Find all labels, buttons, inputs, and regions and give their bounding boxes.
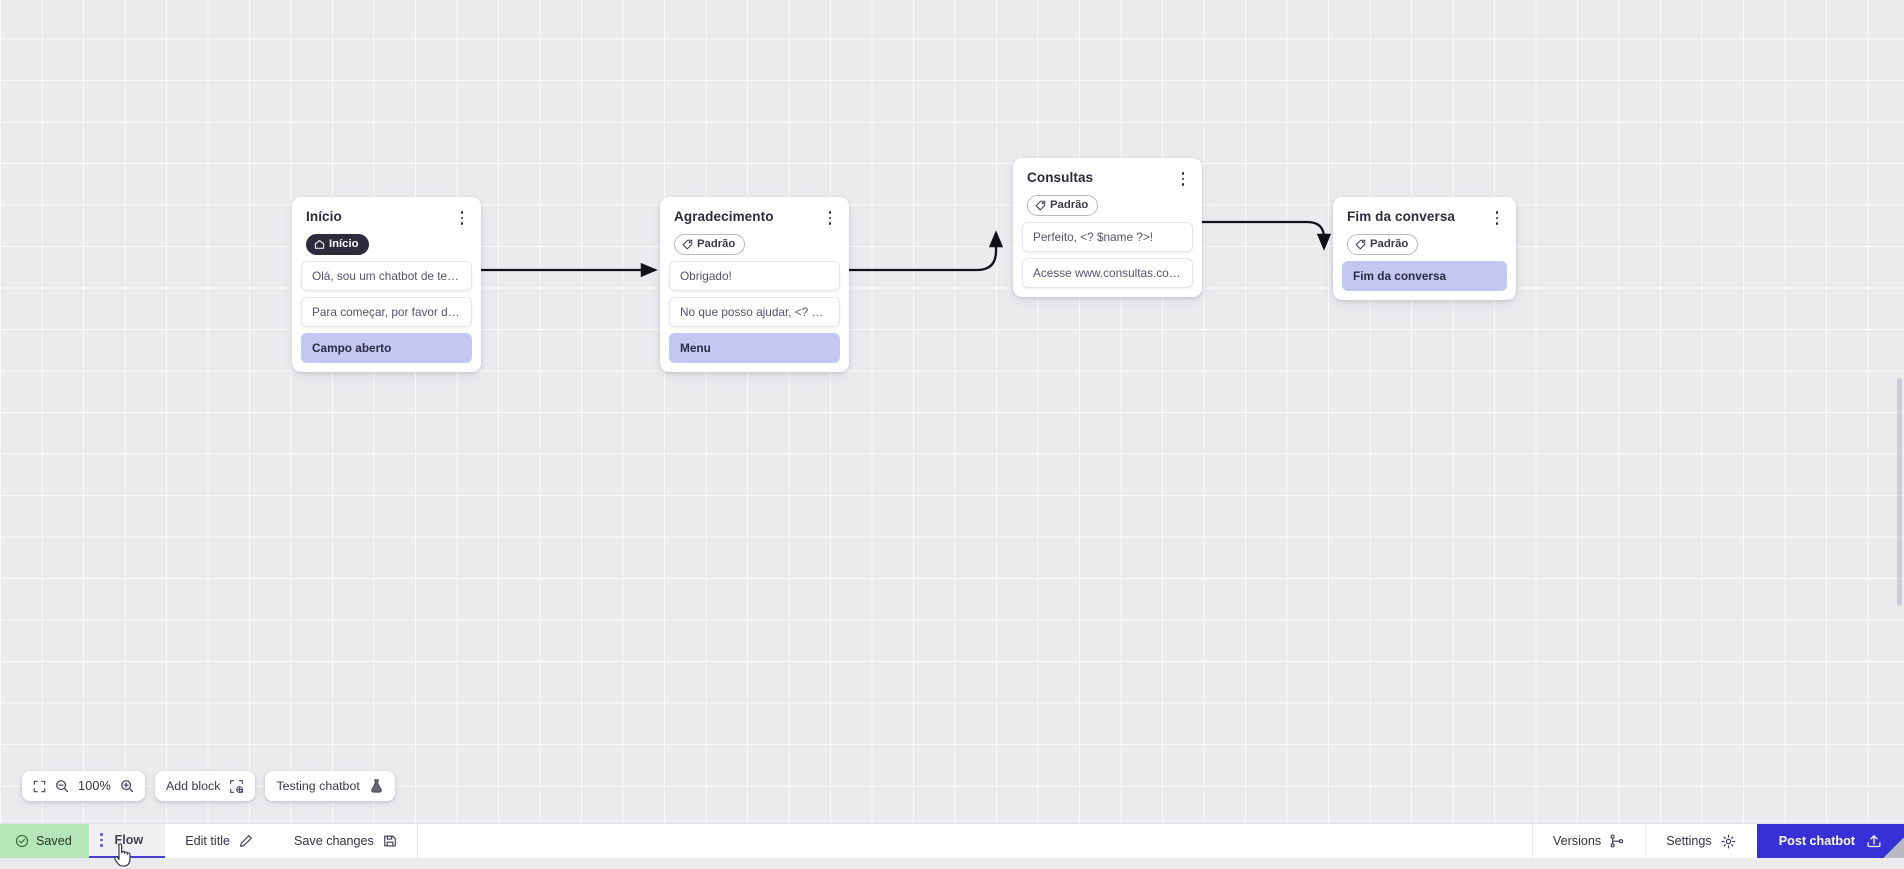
settings-label: Settings — [1666, 834, 1712, 848]
node-tag-row: Início — [301, 234, 472, 255]
node-title: Início — [306, 209, 342, 224]
status-bar: Saved Flow Edit title Save changes Versi… — [0, 823, 1904, 858]
gear-icon — [1721, 834, 1736, 849]
tag-icon — [1035, 200, 1046, 211]
tag-icon — [682, 239, 693, 250]
node-row-accent[interactable]: Campo aberto — [301, 333, 472, 363]
node-inicio[interactable]: Início Início Olá, sou um chatbot de tes… — [292, 197, 481, 372]
save-changes-button[interactable]: Save changes — [274, 824, 418, 858]
window-resize-grip[interactable] — [1884, 838, 1904, 858]
node-title: Fim da conversa — [1347, 209, 1455, 224]
node-row[interactable]: Acesse www.consultas.com par... — [1022, 258, 1193, 288]
node-row[interactable]: Para começar, por favor digite o ... — [301, 297, 472, 327]
node-title: Agradecimento — [674, 209, 774, 224]
add-block-label: Add block — [166, 779, 220, 793]
node-row[interactable]: Perfeito, <? $name ?>! — [1022, 222, 1193, 252]
node-row[interactable]: Obrigado! — [669, 261, 840, 291]
vertical-scrollbar[interactable] — [1895, 0, 1904, 823]
zoom-out-icon[interactable] — [55, 779, 69, 793]
node-consultas[interactable]: Consultas Padrão Perfeito, <? $name ?>! … — [1013, 158, 1202, 297]
check-circle-icon — [15, 834, 29, 848]
node-title: Consultas — [1027, 170, 1093, 185]
node-tag-label: Padrão — [697, 238, 735, 251]
canvas-toolbar: 100% Add block Testing chatbot — [22, 771, 395, 801]
vertical-scrollbar-thumb[interactable] — [1897, 378, 1902, 606]
node-tag-label: Padrão — [1370, 238, 1408, 251]
node-tag[interactable]: Padrão — [1027, 195, 1098, 216]
node-tag-label: Padrão — [1050, 199, 1088, 212]
connector-layer — [0, 0, 1904, 823]
node-header: Consultas — [1022, 167, 1193, 189]
node-menu-icon[interactable] — [1489, 208, 1505, 228]
zoom-in-icon[interactable] — [120, 779, 134, 793]
node-tag-row: Padrão — [1342, 234, 1507, 255]
edge-agradecimento-consultas — [849, 233, 996, 270]
testing-chatbot-label: Testing chatbot — [276, 779, 359, 793]
settings-button[interactable]: Settings — [1645, 824, 1757, 858]
save-changes-label: Save changes — [294, 834, 374, 848]
post-chatbot-label: Post chatbot — [1779, 834, 1855, 848]
node-row-accent[interactable]: Menu — [669, 333, 840, 363]
testing-chatbot-button[interactable]: Testing chatbot — [265, 771, 394, 801]
versions-button[interactable]: Versions — [1532, 824, 1645, 858]
status-bar-right: Versions Settings Post chatbot — [1532, 824, 1904, 858]
edit-title-button[interactable]: Edit title — [165, 824, 274, 858]
fit-screen-icon[interactable] — [33, 780, 46, 793]
node-tag[interactable]: Padrão — [1347, 234, 1418, 255]
node-menu-icon[interactable] — [822, 208, 838, 228]
tab-flow[interactable]: Flow — [89, 824, 165, 858]
versions-label: Versions — [1553, 834, 1601, 848]
node-row[interactable]: No que posso ajudar, <? $name ... — [669, 297, 840, 327]
tab-flow-label: Flow — [115, 833, 144, 847]
pencil-icon — [239, 834, 253, 848]
add-block-icon — [229, 779, 244, 794]
edit-title-label: Edit title — [185, 834, 230, 848]
flow-canvas[interactable]: Início Início Olá, sou um chatbot de tes… — [0, 0, 1904, 823]
zoom-level: 100% — [78, 779, 111, 793]
zoom-controls[interactable]: 100% — [22, 771, 145, 801]
node-tag[interactable]: Início — [306, 234, 369, 255]
node-agradecimento[interactable]: Agradecimento Padrão Obrigado! No que po… — [660, 197, 849, 372]
drag-handle-icon[interactable] — [100, 833, 103, 846]
post-chatbot-button[interactable]: Post chatbot — [1757, 824, 1904, 858]
branch-icon — [1610, 834, 1624, 848]
node-menu-icon[interactable] — [1175, 169, 1191, 189]
save-disk-icon — [383, 834, 397, 848]
node-menu-icon[interactable] — [454, 208, 470, 228]
status-bar-left: Saved Flow Edit title Save changes — [0, 824, 418, 858]
node-tag-row: Padrão — [669, 234, 840, 255]
node-header: Fim da conversa — [1342, 206, 1507, 228]
saved-status-badge: Saved — [0, 824, 89, 858]
node-header: Agradecimento — [669, 206, 840, 228]
node-header: Início — [301, 206, 472, 228]
node-row[interactable]: Olá, sou um chatbot de teste! — [301, 261, 472, 291]
home-icon — [314, 239, 325, 250]
tag-icon — [1355, 239, 1366, 250]
add-block-button[interactable]: Add block — [155, 771, 255, 801]
node-tag-label: Início — [329, 238, 359, 251]
node-tag[interactable]: Padrão — [674, 234, 745, 255]
node-fim-da-conversa[interactable]: Fim da conversa Padrão Fim da conversa — [1333, 197, 1516, 300]
flask-icon — [369, 778, 384, 794]
node-tag-row: Padrão — [1022, 195, 1193, 216]
node-row-accent[interactable]: Fim da conversa — [1342, 261, 1507, 291]
saved-label: Saved — [36, 834, 72, 848]
edge-consultas-fim — [1202, 222, 1324, 248]
upload-icon — [1866, 833, 1882, 849]
